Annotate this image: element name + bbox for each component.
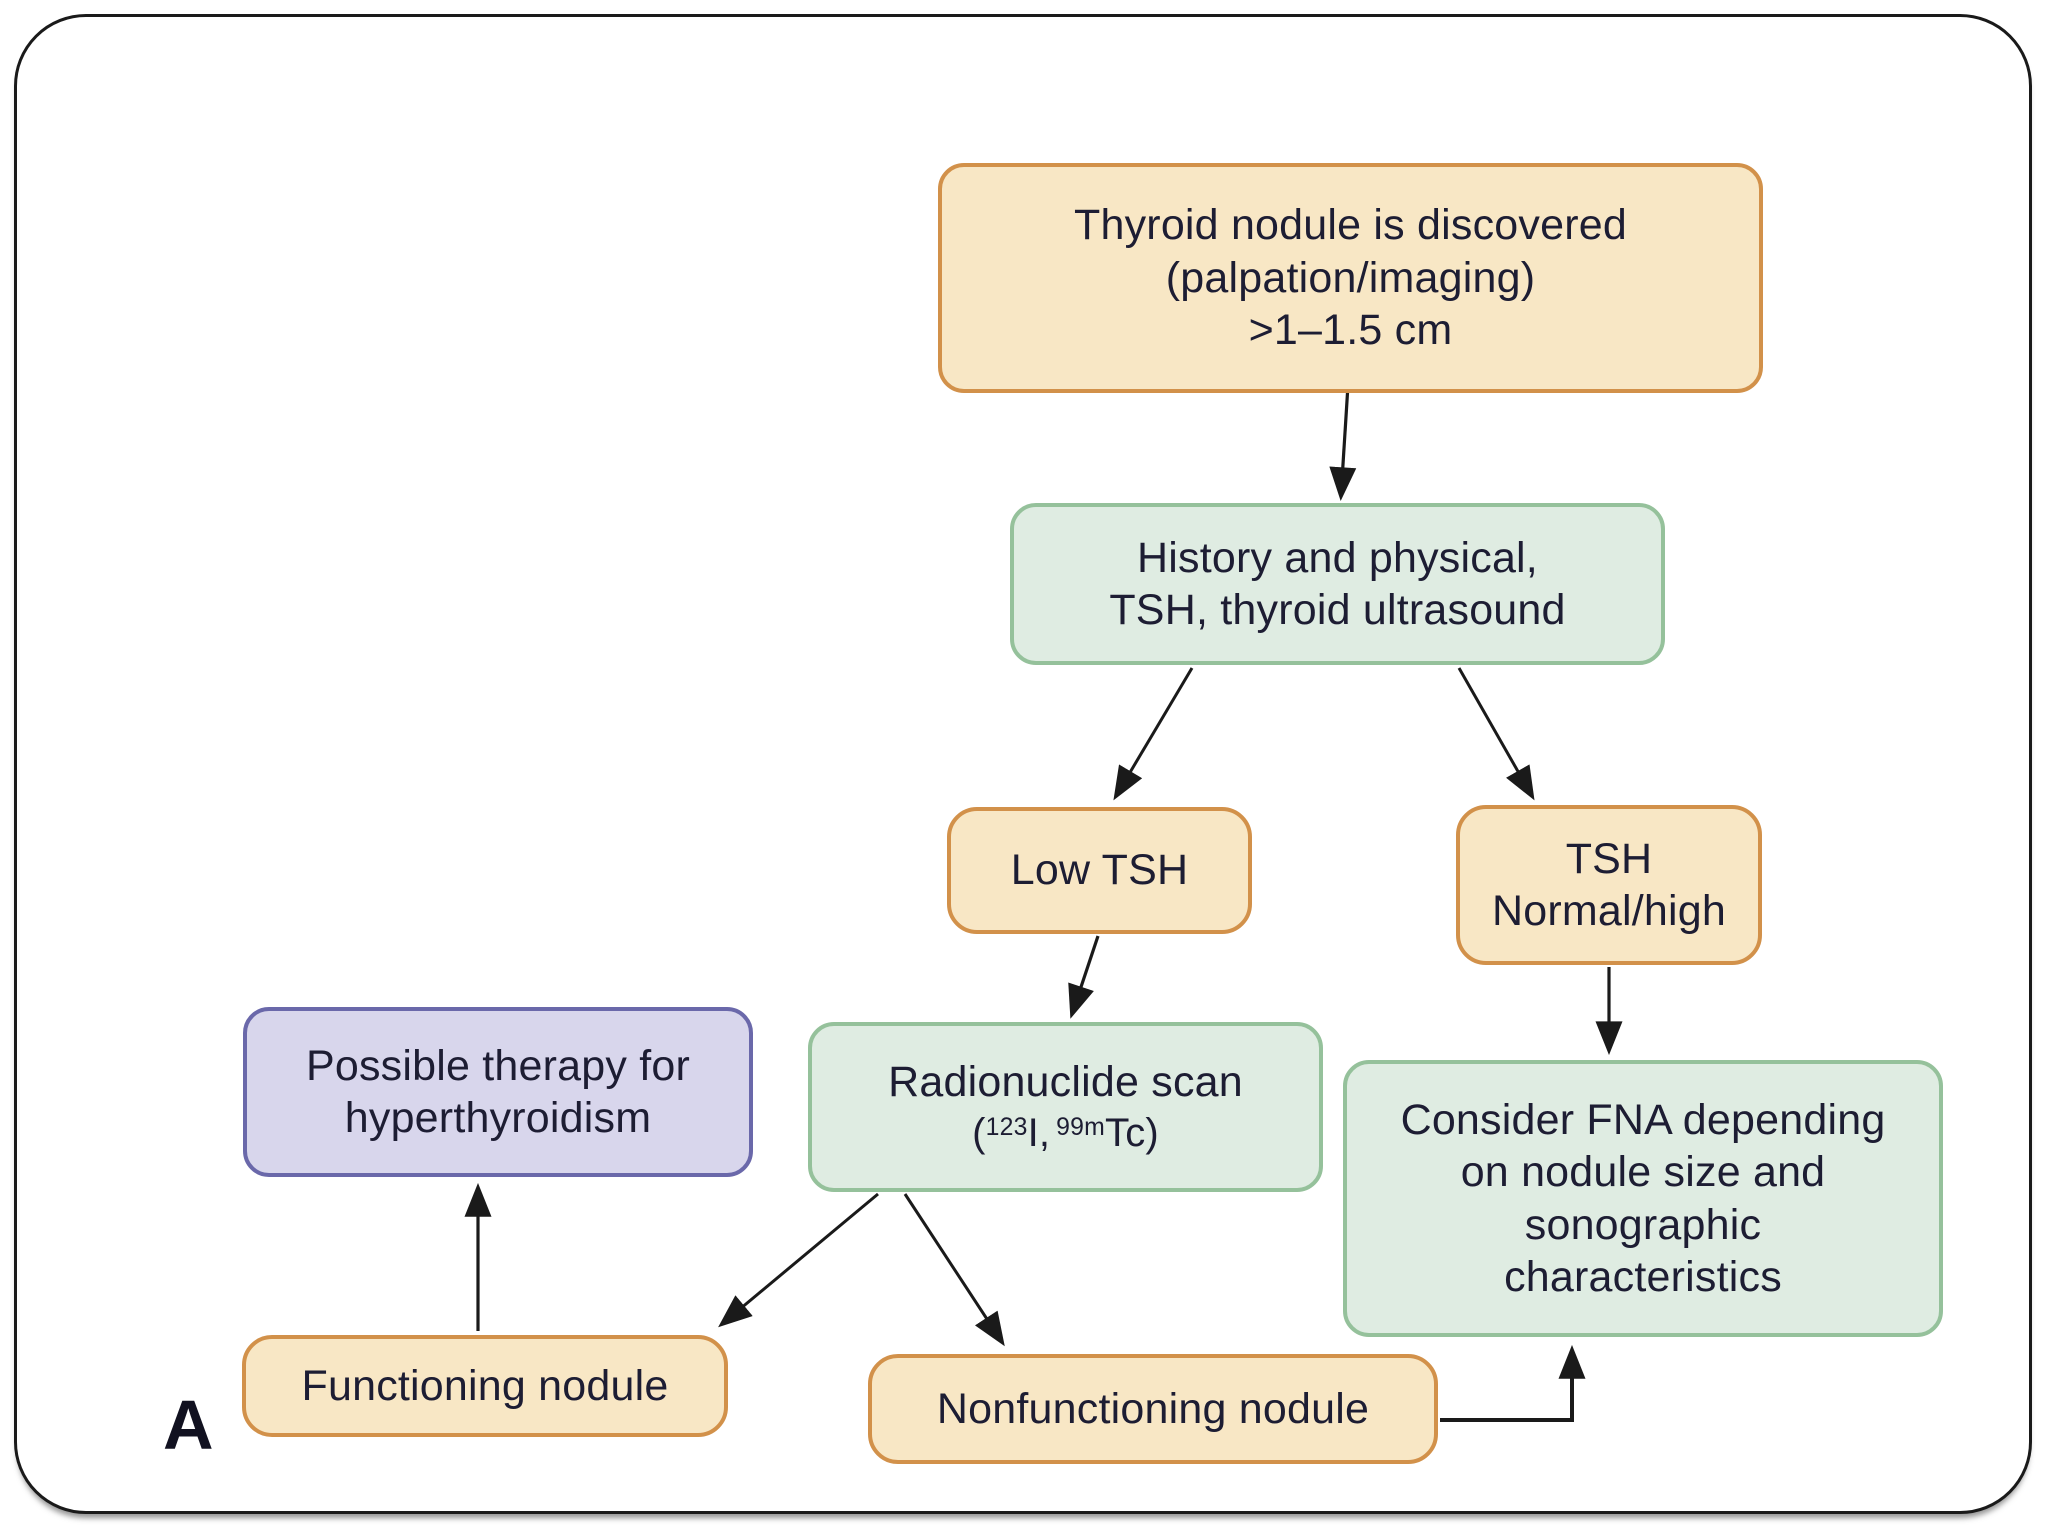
isotope-iodine: I, [1027, 1110, 1051, 1155]
arrow-radionuclide-to-nonfunctioning [903, 1193, 1005, 1347]
node-text-line: TSH, thyroid ultrasound [1109, 586, 1566, 634]
node-text-line: sonographic [1524, 1200, 1762, 1249]
node-thyroid-nodule-discovered: Thyroid nodule is discovered (palpation/… [938, 163, 1763, 393]
node-consider-fna: Consider FNA depending on nodule size an… [1343, 1060, 1943, 1337]
node-radionuclide-scan: Radionuclide scan (123I,99mTc) [808, 1022, 1323, 1192]
arrow-nonfunctioning-to-consider-fna [1440, 1344, 1586, 1422]
node-text-line: Consider FNA depending [1400, 1095, 1886, 1144]
panel-label: A [163, 1386, 214, 1464]
node-text-line: Nonfunctioning nodule [936, 1384, 1370, 1433]
node-text-line: Functioning nodule [301, 1361, 669, 1410]
node-text-line: History and physical, [1137, 533, 1538, 582]
node-low-tsh: Low TSH [947, 807, 1252, 934]
isotope-99m-superscript: 99m [1056, 1113, 1105, 1141]
node-text-line: Thyroid nodule is discovered [1074, 201, 1627, 250]
node-text-line: >1–1.5 cm [1248, 306, 1453, 355]
node-text-line: TSH [1565, 834, 1653, 883]
node-nonfunctioning-nodule: Nonfunctioning nodule [868, 1354, 1438, 1464]
node-text-line: Low TSH [1010, 846, 1189, 895]
node-text-line: Possible therapy for [305, 1041, 691, 1090]
isotope-123-superscript: 123 [985, 1113, 1028, 1141]
node-history-physical-tsh-ultrasound: History and physical, TSH, thyroid ultra… [1010, 503, 1665, 665]
node-text-line: (palpation/imaging) [1165, 253, 1536, 302]
node-text-line: Radionuclide scan [888, 1058, 1243, 1107]
node-possible-therapy-hyperthyroidism: Possible therapy for hyperthyroidism [243, 1007, 753, 1177]
radionuclide-isotope-line: (123I,99mTc) [972, 1109, 1159, 1158]
arrow-history-to-tsh-normal-high [1457, 667, 1535, 801]
arrow-history-to-low-tsh [1113, 667, 1194, 801]
node-text-line: hyperthyroidism [344, 1094, 652, 1142]
node-text-line: on nodule size and [1460, 1148, 1826, 1197]
isotope-open-paren: ( [972, 1110, 986, 1155]
arrow-low-tsh-to-radionuclide [1068, 935, 1100, 1019]
arrow-discovered-to-history [1329, 384, 1357, 502]
node-text-line: Normal/high [1491, 887, 1727, 935]
isotope-technetium: Tc) [1105, 1110, 1159, 1155]
arrow-radionuclide-to-functioning [718, 1192, 879, 1328]
node-text-line: characteristics [1504, 1252, 1782, 1301]
node-functioning-nodule: Functioning nodule [242, 1335, 728, 1437]
node-tsh-normal-high: TSH Normal/high [1456, 805, 1762, 965]
